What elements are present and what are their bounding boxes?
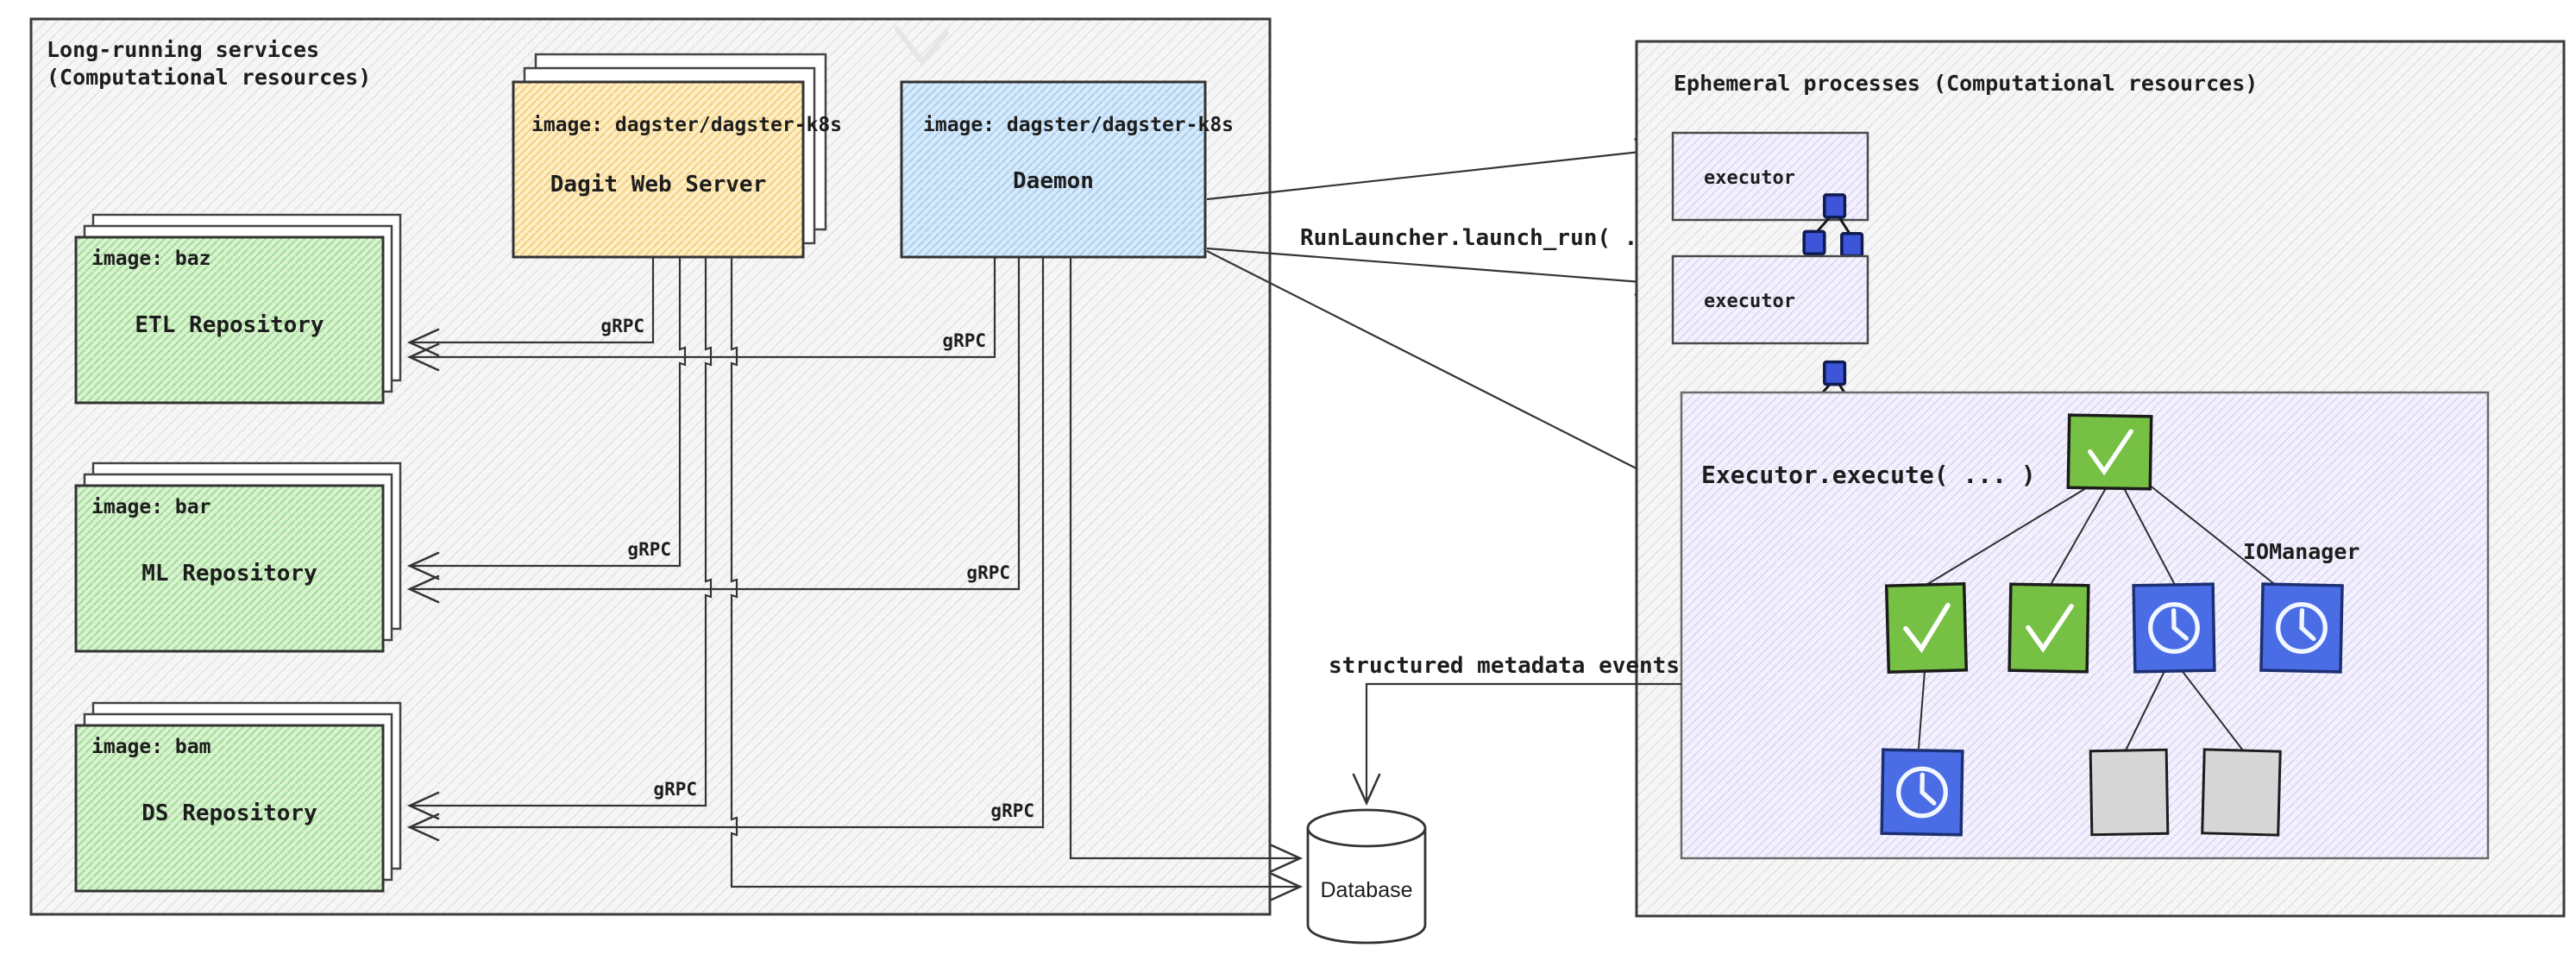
database-label: Database [1320, 878, 1412, 902]
grpc-connections [406, 257, 1304, 901]
op-node-empty [2201, 748, 2282, 837]
grpc-arrow-dagit-ml [406, 257, 687, 581]
grpc-label-daemon-ml: gRPC [966, 562, 1010, 583]
op-node-waiting [2259, 582, 2344, 674]
run-launcher-arrows [1206, 138, 1677, 489]
ds-image-label: image: bam [91, 736, 210, 758]
ds-title: DS Repository [141, 800, 317, 826]
grpc-label-dagit-ml: gRPC [627, 539, 671, 560]
daemon-image-label: image: dagster/dagster-k8s [923, 114, 1234, 136]
grpc-arrow-daemon-ml [406, 257, 1021, 604]
dagit-image-label: image: dagster/dagster-k8s [531, 114, 842, 136]
grpc-arrow-daemon-etl [406, 257, 996, 372]
op-node-empty [2089, 748, 2170, 837]
arrow-daemon-executor2 [1206, 247, 1668, 296]
arrow-daemon-executor1 [1206, 138, 1668, 201]
etl-image-label: image: baz [91, 248, 210, 270]
executor-box-1: executor [1671, 131, 1869, 292]
op-node-success [2007, 582, 2090, 674]
executor2-label: executor [1704, 291, 1795, 312]
etl-title: ETL Repository [135, 312, 324, 338]
dagit-title: Dagit Web Server [550, 172, 766, 198]
run-launcher-label: RunLauncher.launch_run( ... ) [1300, 225, 1692, 251]
op-tree-edges [1918, 480, 2278, 751]
grpc-label-daemon-ds: gRPC [990, 800, 1034, 821]
sketch-v-mark [895, 27, 949, 66]
ml-repository-box: image: bar ML Repository [74, 461, 402, 653]
op-node-waiting [2132, 582, 2216, 674]
op-node-success [2066, 413, 2153, 491]
ml-title: ML Repository [141, 561, 317, 587]
dagit-web-server-box: image: dagster/dagster-k8s Dagit Web Ser… [512, 53, 842, 259]
grpc-labels: gRPC gRPC gRPC gRPC gRPC gRPC [600, 316, 1034, 821]
metadata-events-arrow [1352, 682, 1681, 807]
grpc-arrow-daemon-ds [406, 257, 1045, 842]
grpc-label-daemon-etl: gRPC [942, 330, 986, 351]
left-panel-title-line2: (Computational resources) [47, 65, 371, 90]
executor-execute-title: Executor.execute( ... ) [1701, 461, 2036, 489]
op-node-success [1884, 582, 1969, 674]
etl-repository-box: image: baz ETL Repository [74, 213, 402, 405]
ml-image-label: image: bar [91, 496, 210, 518]
metadata-events-label: structured metadata events [1329, 653, 1680, 679]
executor-execute-box: Executor.execute( ... ) IOManager [1680, 391, 2490, 860]
iomanager-label: IOManager [2243, 539, 2359, 564]
executor-box-2: executor [1671, 254, 1869, 460]
grpc-arrow-dagit-etl [406, 257, 655, 357]
right-panel-title: Ephemeral processes (Computational resou… [1674, 71, 2258, 96]
grpc-label-dagit-ds: gRPC [653, 779, 697, 800]
ds-repository-box: image: bam DS Repository [74, 701, 402, 893]
event-line-daemon-db [1069, 257, 1304, 873]
executor1-label: executor [1704, 167, 1795, 189]
event-line-dagit-db [730, 257, 1304, 901]
op-node-waiting [1880, 748, 1964, 837]
left-panel-title-line1: Long-running services [47, 37, 319, 62]
grpc-label-dagit-etl: gRPC [600, 316, 644, 336]
arrow-daemon-executor-execute [1206, 250, 1677, 489]
daemon-box: image: dagster/dagster-k8s Daemon [900, 80, 1234, 259]
database-cylinder: Database [1306, 808, 1427, 945]
grpc-arrow-dagit-ds [406, 257, 713, 820]
daemon-title: Daemon [1013, 168, 1094, 194]
